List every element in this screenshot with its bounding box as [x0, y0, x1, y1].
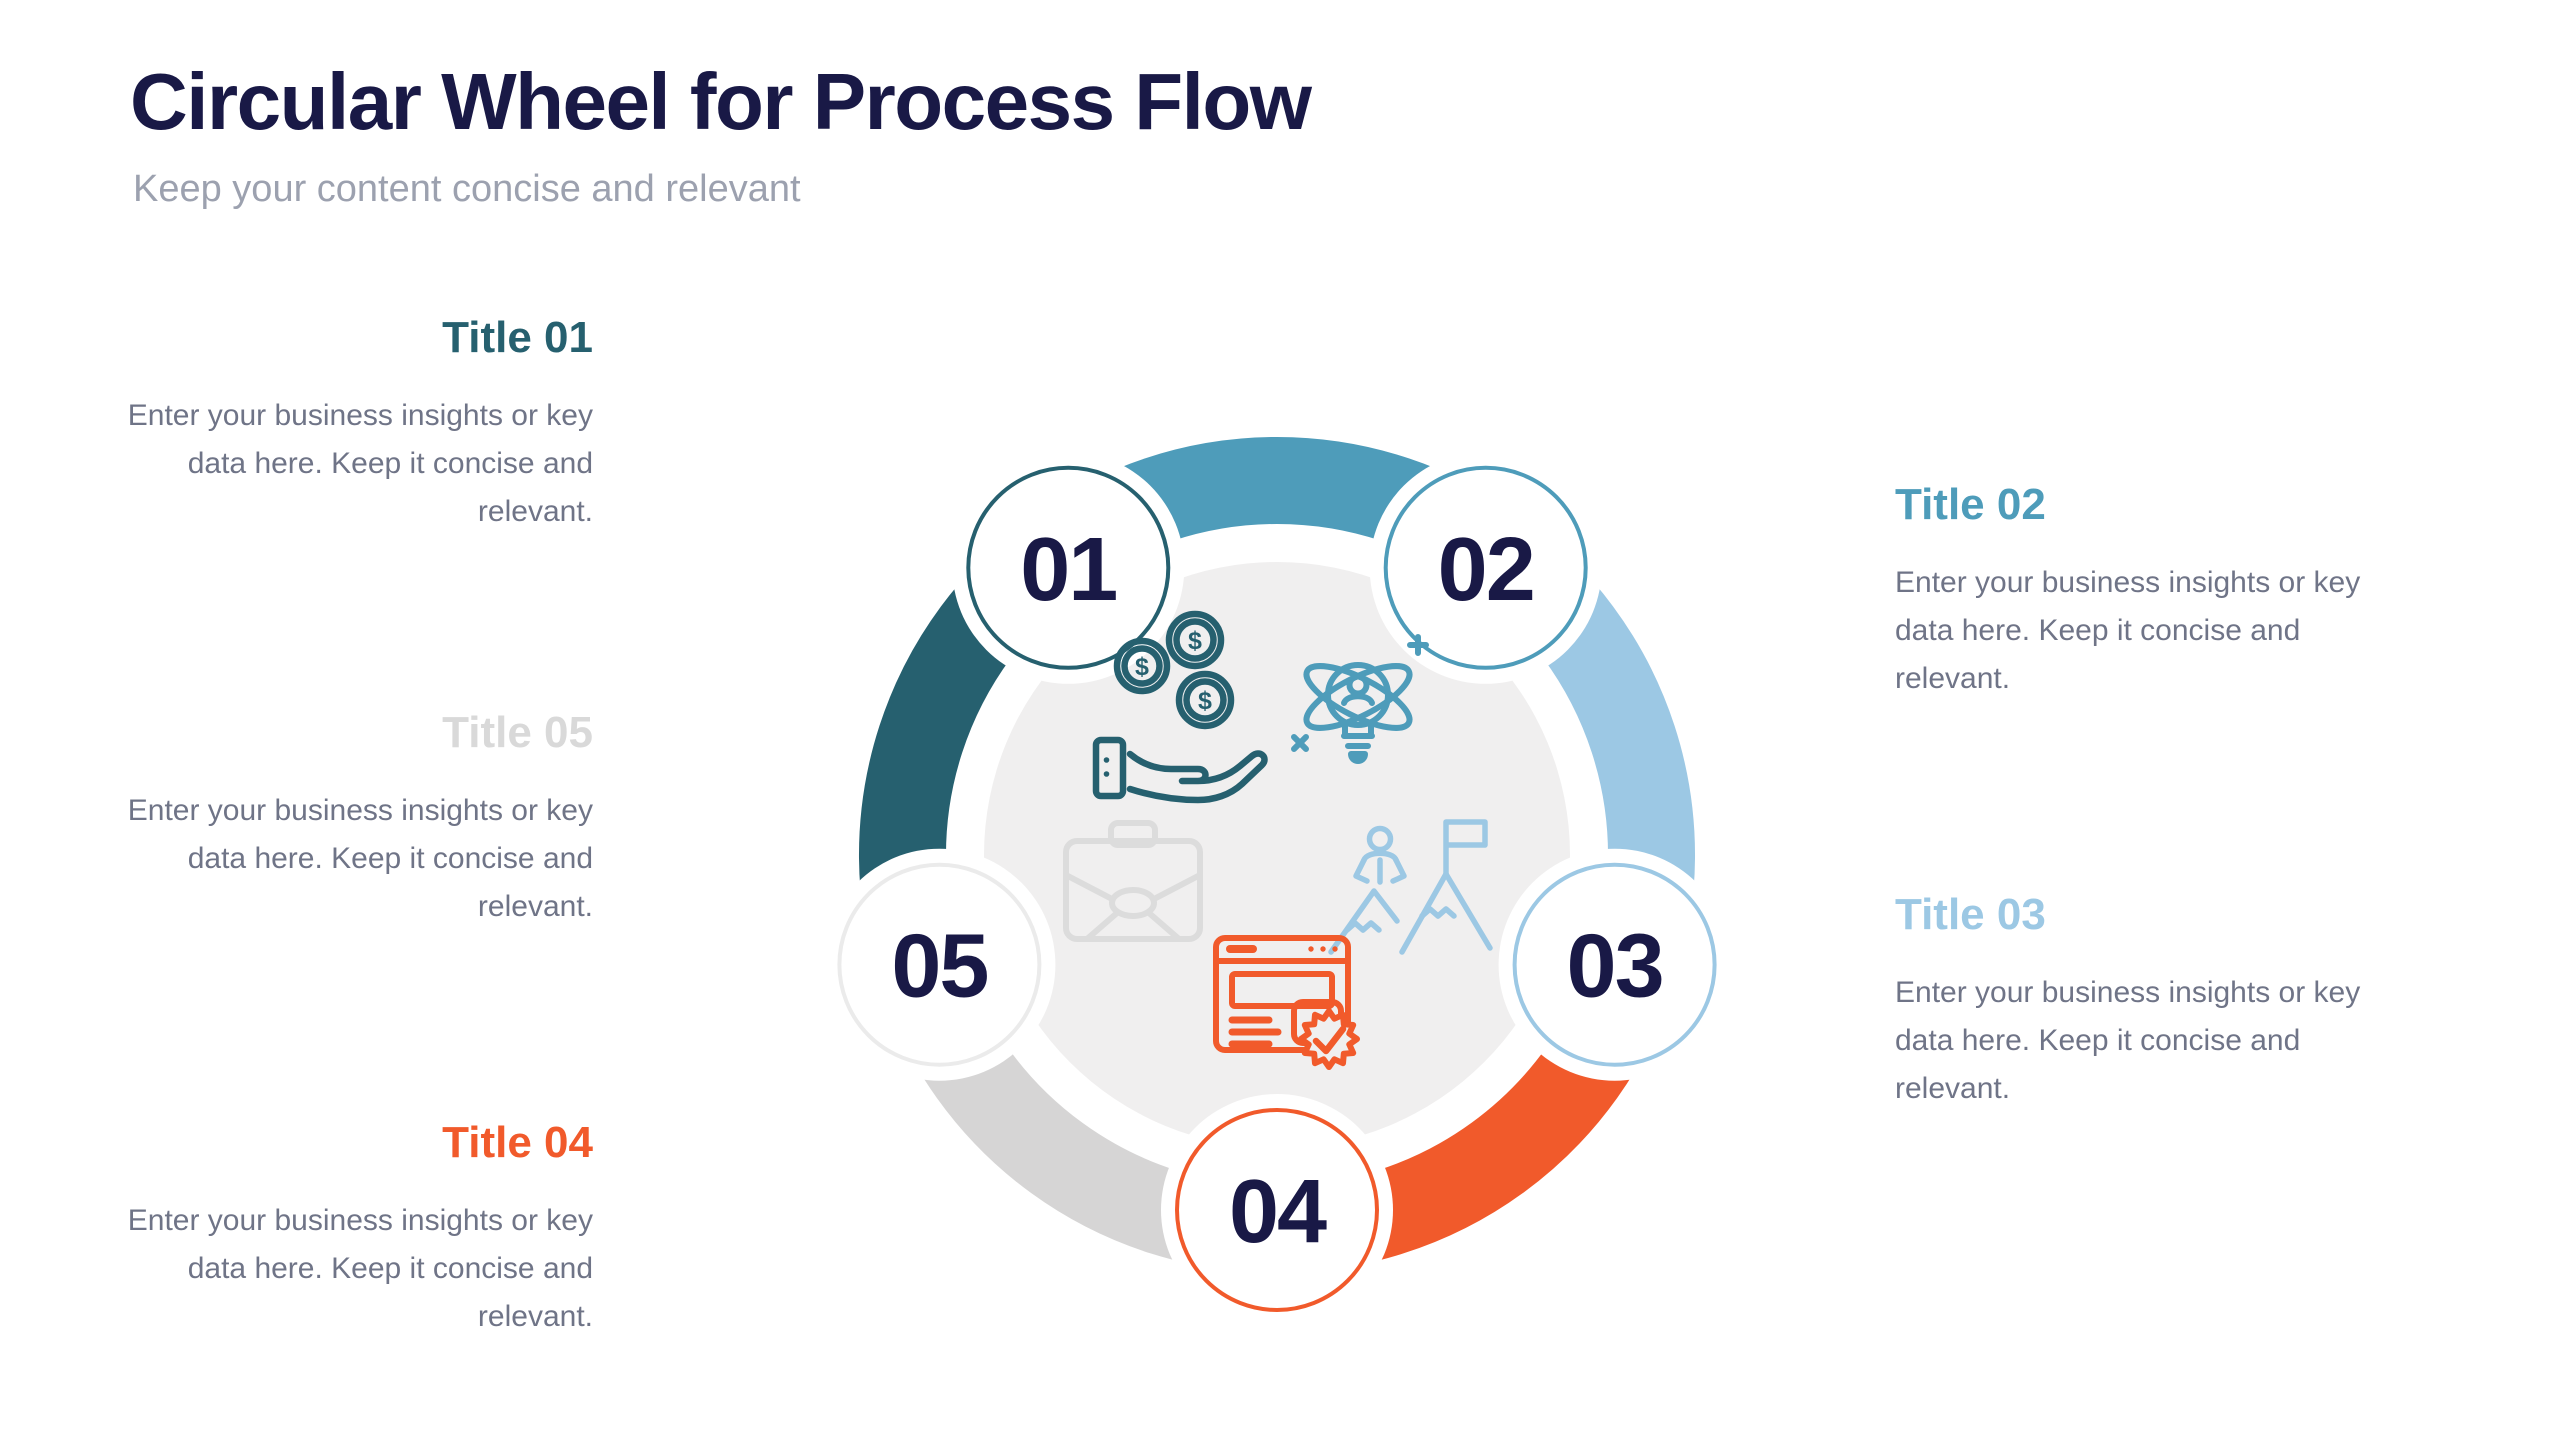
- coins-in-hand-icon: $ $ $: [1092, 610, 1268, 804]
- badge-number: 03: [1567, 917, 1663, 1017]
- badge-number: 01: [1020, 520, 1116, 620]
- step-body-02: Enter your business insights or key data…: [1895, 565, 2361, 695]
- page-title: Circular Wheel for Process Flow: [130, 57, 1312, 146]
- svg-text:$: $: [1188, 627, 1202, 655]
- step-block-04: Title 04 Enter your business insights or…: [118, 1118, 593, 1341]
- step-title-03: Title 03: [1895, 890, 2046, 939]
- badge-number: 02: [1438, 520, 1534, 620]
- svg-text:$: $: [1135, 653, 1149, 681]
- badge-circle: [837, 862, 1042, 1067]
- step-body-03: Enter your business insights or key data…: [1895, 975, 2361, 1105]
- badge-circle: [1175, 1108, 1379, 1312]
- step-body-01: Enter your business insights or key data…: [127, 398, 593, 528]
- step-title-02: Title 02: [1895, 480, 2046, 529]
- step-block-02: Title 02 Enter your business insights or…: [1895, 480, 2370, 703]
- wheel-step-badge-04: 04: [1161, 1094, 1393, 1326]
- wheel-step-badge-02: 02: [1369, 451, 1602, 684]
- step-body-05: Enter your business insights or key data…: [127, 793, 593, 923]
- wheel-step-badge-01: 01: [952, 451, 1185, 684]
- badge-number: 04: [1229, 1162, 1327, 1262]
- step-body-04: Enter your business insights or key data…: [127, 1203, 593, 1333]
- badge-circle: [1383, 465, 1588, 670]
- step-block-03: Title 03 Enter your business insights or…: [1895, 890, 2370, 1113]
- wheel-step-badge-03: 03: [1498, 848, 1731, 1081]
- step-title-01: Title 01: [442, 313, 593, 362]
- badge-number: 05: [891, 917, 987, 1017]
- briefcase-icon: [1063, 820, 1203, 942]
- wheel-step-badge-05: 05: [823, 848, 1056, 1081]
- badge-circle: [966, 465, 1171, 670]
- wheel-inner-disc: [984, 562, 1570, 1148]
- summit-flag-icon: [1328, 819, 1493, 955]
- step-title-05: Title 05: [442, 708, 593, 757]
- step-title-04: Title 04: [442, 1118, 593, 1167]
- step-block-01: Title 01 Enter your business insights or…: [118, 313, 593, 536]
- step-block-05: Title 05 Enter your business insights or…: [118, 708, 593, 931]
- idea-atom-icon: [1291, 634, 1429, 764]
- svg-text:$: $: [1198, 687, 1212, 715]
- badge-circle: [1512, 862, 1717, 1067]
- approved-website-icon: [1213, 935, 1360, 1070]
- page-subtitle: Keep your content concise and relevant: [133, 168, 801, 210]
